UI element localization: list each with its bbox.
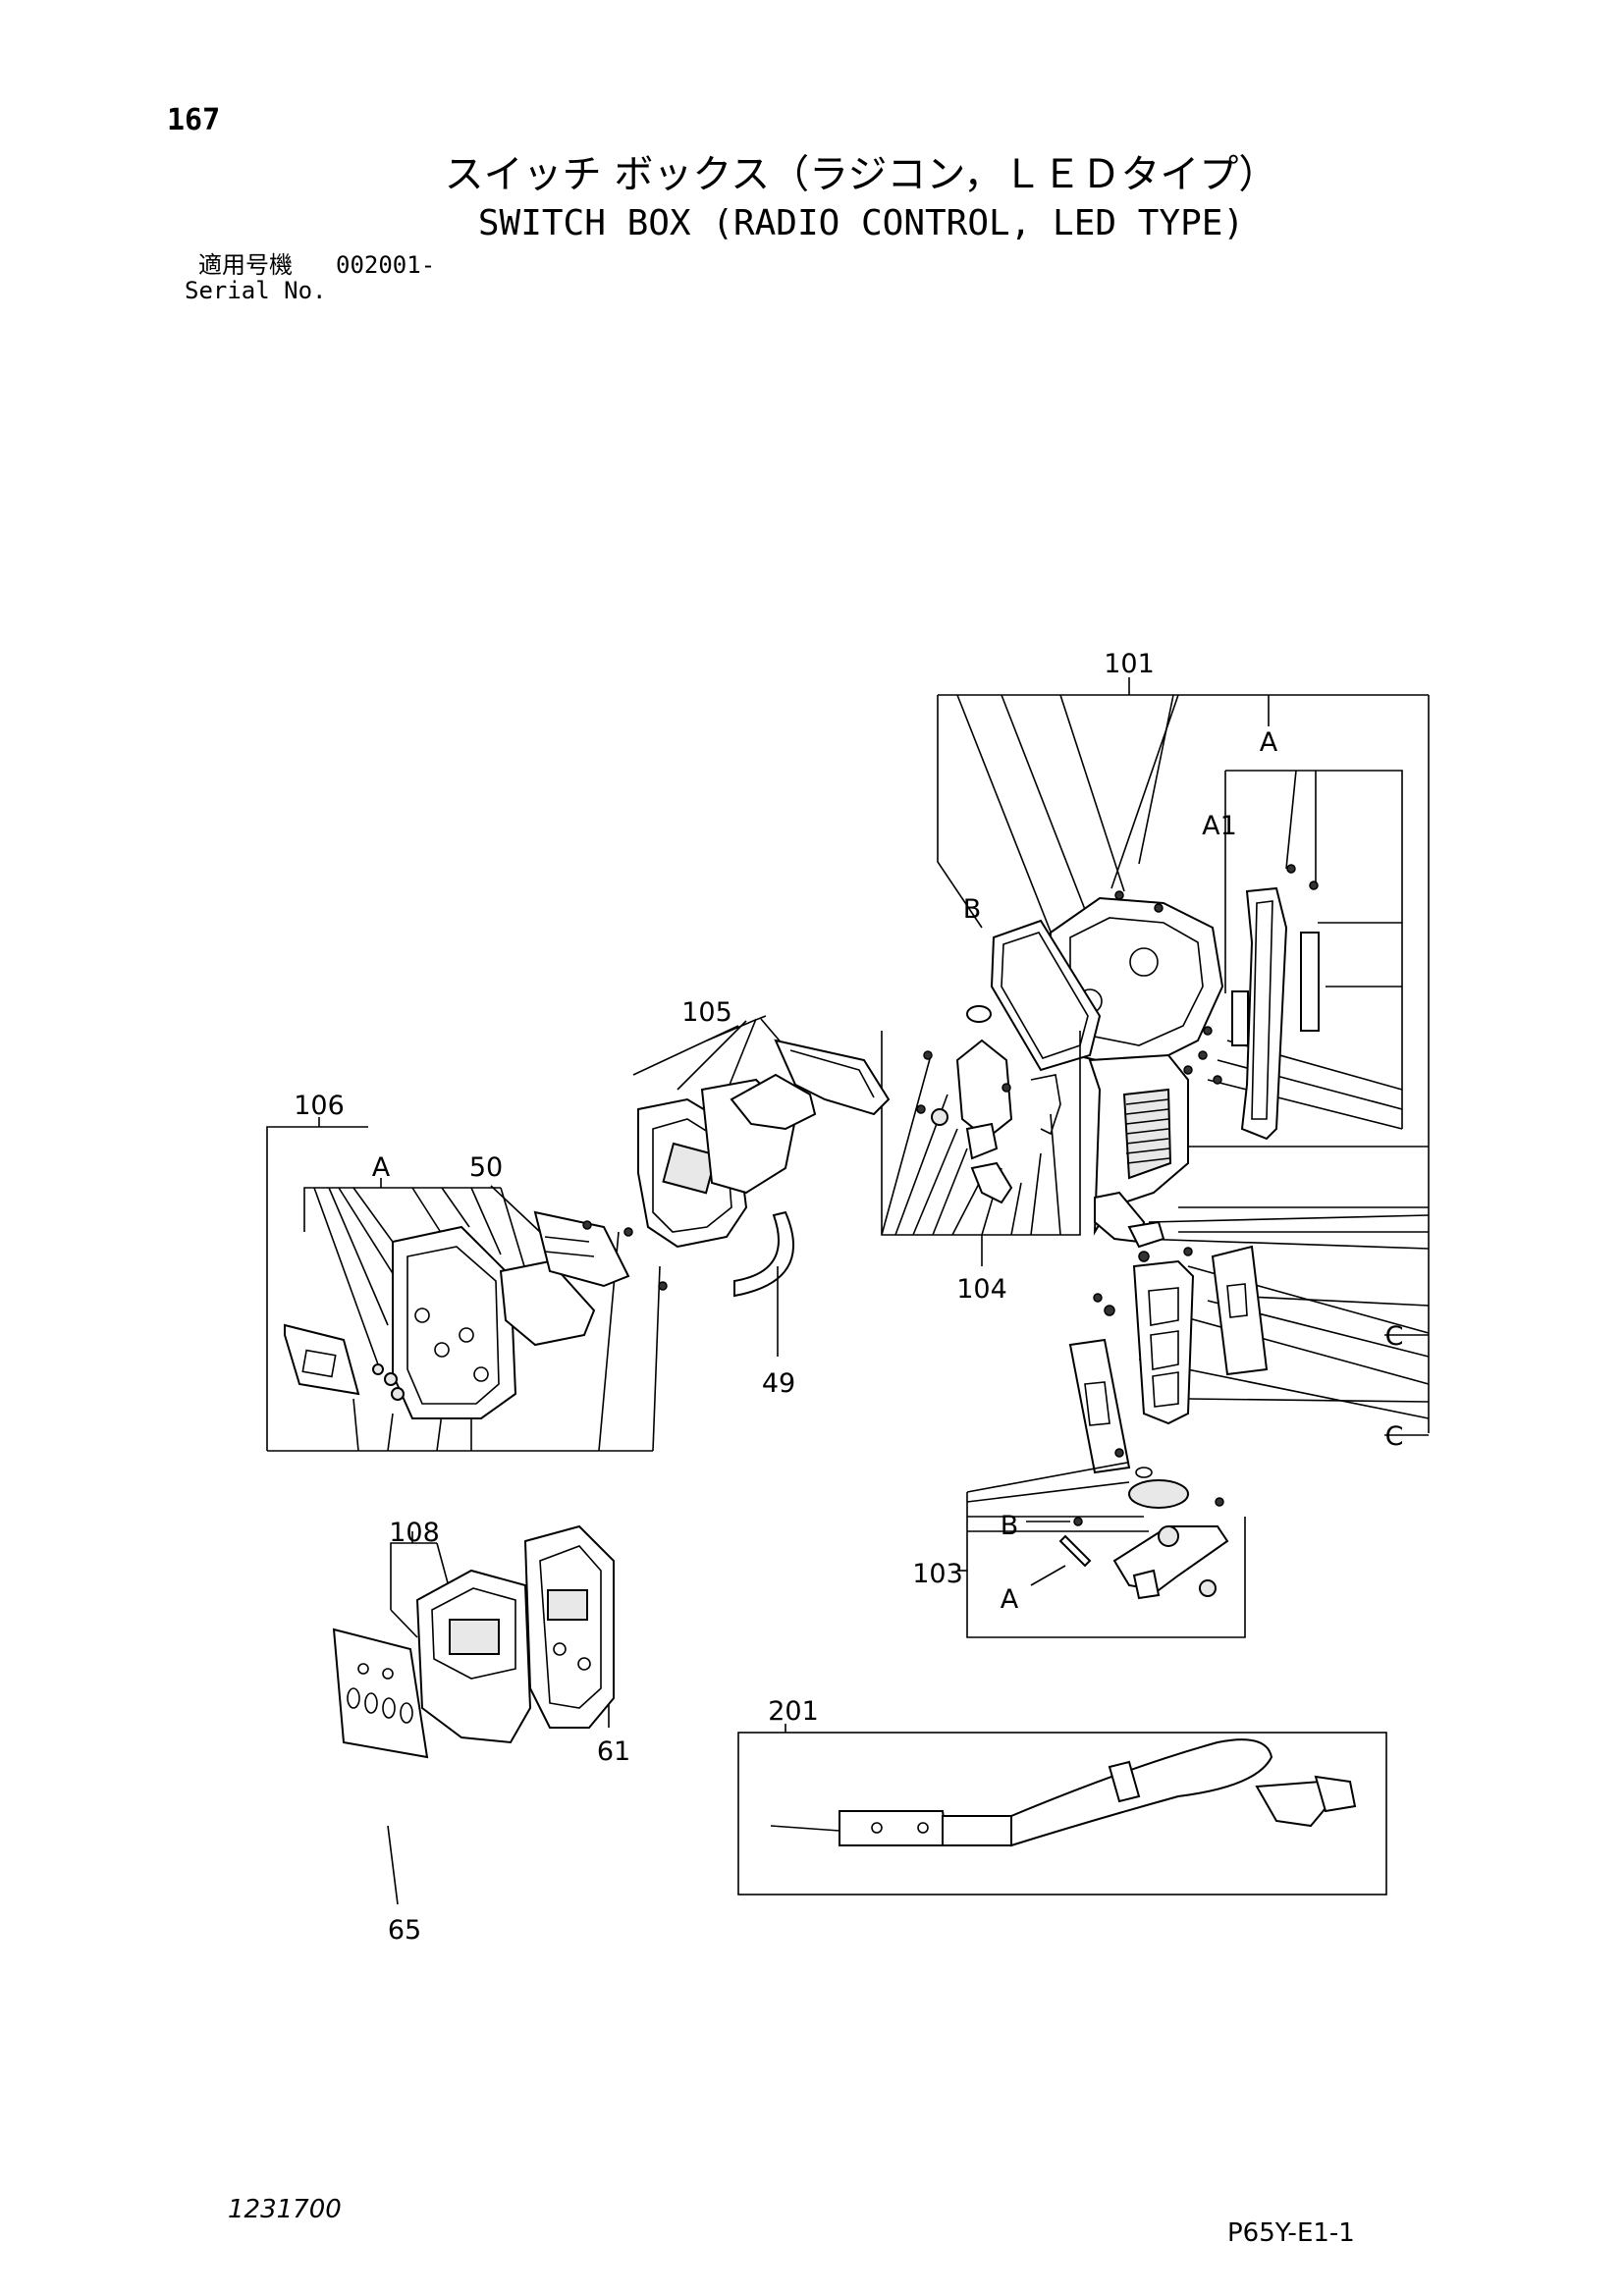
callout-49: 49 xyxy=(762,1368,795,1399)
cable-49-part xyxy=(733,1210,794,1357)
callout-106: 106 xyxy=(294,1091,345,1121)
circuit-board-106-parts xyxy=(284,1210,668,1419)
serial-label-english: Serial No. xyxy=(185,277,327,304)
callout-b-top: B xyxy=(963,894,982,925)
screws-top xyxy=(1114,864,1319,1085)
callout-201: 201 xyxy=(768,1696,819,1727)
callout-50: 50 xyxy=(469,1152,503,1183)
switch-104-parts xyxy=(916,1005,1061,1204)
callout-65: 65 xyxy=(388,1915,421,1946)
callout-108: 108 xyxy=(389,1518,440,1548)
main-housing-part xyxy=(1047,896,1224,1249)
group-103-bracket xyxy=(957,1462,1246,1638)
callout-a1: A1 xyxy=(1202,811,1237,841)
case-108-parts xyxy=(332,1524,615,1759)
callout-105: 105 xyxy=(681,997,732,1028)
document-number: 1231700 xyxy=(228,2195,342,2224)
title-japanese: スイッチ ボックス（ラジコン，ＬＥＤタイプ） xyxy=(444,152,1278,197)
callout-a-low: A xyxy=(1001,1584,1019,1615)
serial-number-value: 002001- xyxy=(336,251,436,279)
callout-c-upper: C xyxy=(1385,1321,1404,1352)
circuit-105-parts xyxy=(637,1039,891,1249)
callout-104: 104 xyxy=(956,1274,1007,1305)
serial-label-japanese: 適用号機 xyxy=(198,251,293,279)
callout-101: 101 xyxy=(1104,649,1155,679)
strap-201-part xyxy=(770,1738,1357,1847)
lower-housing-parts xyxy=(1068,1245,1269,1474)
callout-b-low: B xyxy=(1001,1511,1019,1541)
callout-61: 61 xyxy=(597,1736,630,1767)
callout-a-top: A xyxy=(1260,727,1278,758)
handle-103-parts xyxy=(1058,1467,1229,1600)
callout-a-left: A xyxy=(372,1152,391,1183)
page-number: 167 xyxy=(167,103,221,137)
a1-strip-part xyxy=(1231,886,1320,1141)
callout-c-lower: C xyxy=(1385,1421,1404,1452)
group-201-box xyxy=(737,1724,1387,1896)
title-english: SWITCH BOX (RADIO CONTROL, LED TYPE) xyxy=(477,203,1245,243)
sheet-code: P65Y-E1-1 xyxy=(1227,2218,1355,2248)
callout-103: 103 xyxy=(912,1559,963,1589)
group-108-bracket xyxy=(387,1531,610,1905)
